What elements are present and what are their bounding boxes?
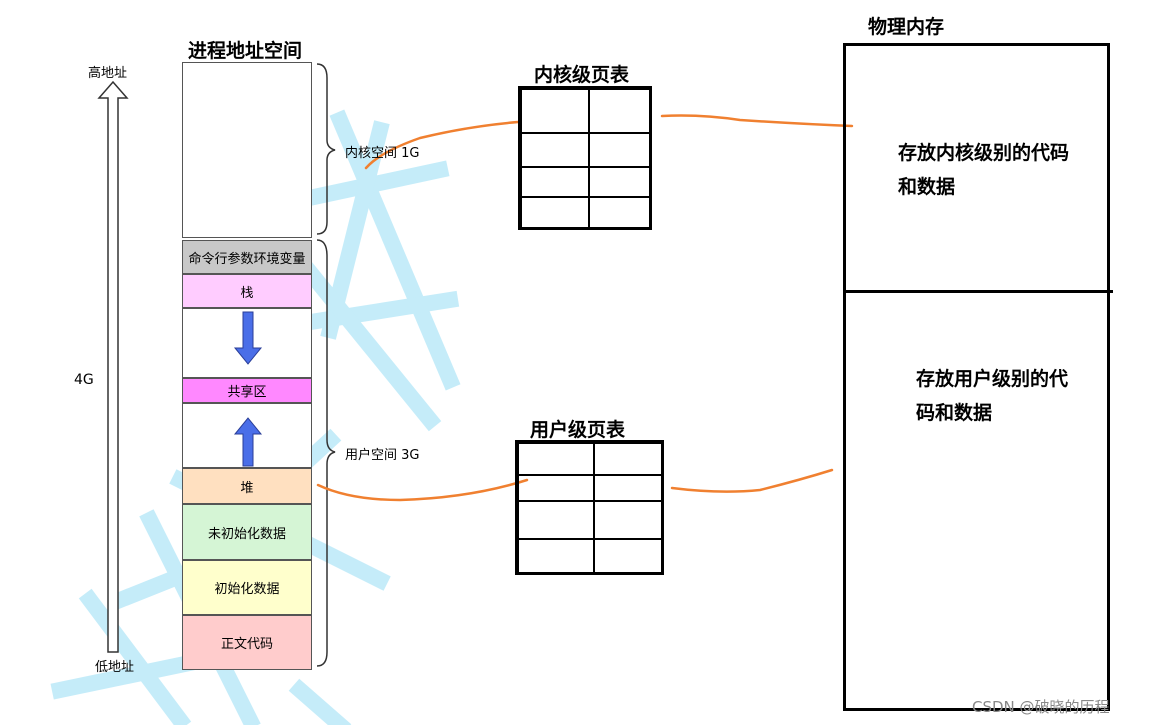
memory-divider bbox=[843, 290, 1113, 293]
table-cell bbox=[588, 166, 652, 198]
watermark-text: CSDN @破晓的历程 bbox=[972, 698, 1110, 716]
table-cell bbox=[520, 166, 590, 198]
kernel-space-segment bbox=[182, 62, 312, 238]
physical-memory-title: 物理内存 bbox=[868, 16, 945, 38]
table-cell bbox=[520, 132, 590, 168]
user-memory-text: 存放用户级别的代 码和数据 bbox=[916, 362, 1068, 430]
kernel-memory-text: 存放内核级别的代码 和数据 bbox=[898, 136, 1069, 204]
table-cell bbox=[593, 500, 664, 540]
high-address-label: 高地址 bbox=[88, 66, 128, 81]
user-page-table-title: 用户级页表 bbox=[530, 419, 626, 441]
user-page-table bbox=[515, 440, 664, 575]
segment-label: 共享区 bbox=[227, 385, 267, 400]
kernel-memory-line: 存放内核级别的代码 bbox=[898, 142, 1070, 164]
table-cell bbox=[593, 474, 664, 502]
kernel-memory-line: 和数据 bbox=[898, 176, 956, 198]
user-memory-line: 存放用户级别的代 bbox=[916, 368, 1069, 390]
table-cell bbox=[588, 88, 652, 134]
table-cell bbox=[517, 474, 595, 502]
stack-segment: 栈 bbox=[182, 274, 312, 308]
table-cell bbox=[517, 500, 595, 540]
text-segment: 正文代码 bbox=[182, 615, 312, 670]
low-address-label: 低地址 bbox=[95, 660, 135, 675]
physical-memory-box: 存放内核级别的代码 和数据 存放用户级别的代 码和数据 bbox=[843, 43, 1113, 711]
kernel-page-table-title: 内核级页表 bbox=[534, 64, 630, 86]
kernel-table-to-memory-line bbox=[660, 114, 854, 128]
table-cell bbox=[520, 88, 590, 134]
segment-label: 正文代码 bbox=[220, 637, 273, 652]
user-memory-line: 码和数据 bbox=[916, 402, 993, 424]
table-cell bbox=[517, 442, 595, 476]
kernel-space-label: 内核空间 1G bbox=[345, 146, 420, 161]
data-segment: 初始化数据 bbox=[182, 560, 312, 615]
user-table-to-memory-line bbox=[670, 468, 834, 493]
table-cell bbox=[520, 196, 590, 230]
segment-label: 栈 bbox=[240, 285, 254, 301]
segment-label: 堆 bbox=[240, 480, 254, 496]
bss-segment: 未初始化数据 bbox=[182, 504, 312, 560]
table-cell bbox=[593, 538, 664, 575]
segment-label: 初始化数据 bbox=[214, 582, 280, 597]
kernel-page-table bbox=[518, 86, 652, 230]
address-space-title: 进程地址空间 bbox=[188, 40, 303, 62]
shared-segment: 共享区 bbox=[182, 378, 312, 403]
stack-grow-arrow bbox=[233, 311, 263, 365]
user-space-label: 用户空间 3G bbox=[345, 448, 420, 463]
cmdline-env-segment: 命令行参数环境变量 bbox=[182, 240, 312, 274]
table-cell bbox=[593, 442, 664, 476]
user-brace bbox=[316, 239, 336, 667]
heap-segment: 堆 bbox=[182, 468, 312, 504]
size-label: 4G bbox=[74, 372, 94, 388]
heap-grow-arrow bbox=[233, 417, 263, 467]
kernel-brace bbox=[316, 63, 336, 235]
table-cell bbox=[517, 538, 595, 575]
table-cell bbox=[588, 132, 652, 168]
segment-label: 命令行参数环境变量 bbox=[188, 251, 306, 267]
segment-label: 未初始化数据 bbox=[207, 526, 286, 542]
heap-to-user-table-line bbox=[316, 478, 529, 502]
kernel-to-table-line bbox=[364, 120, 520, 170]
table-cell bbox=[588, 196, 652, 230]
